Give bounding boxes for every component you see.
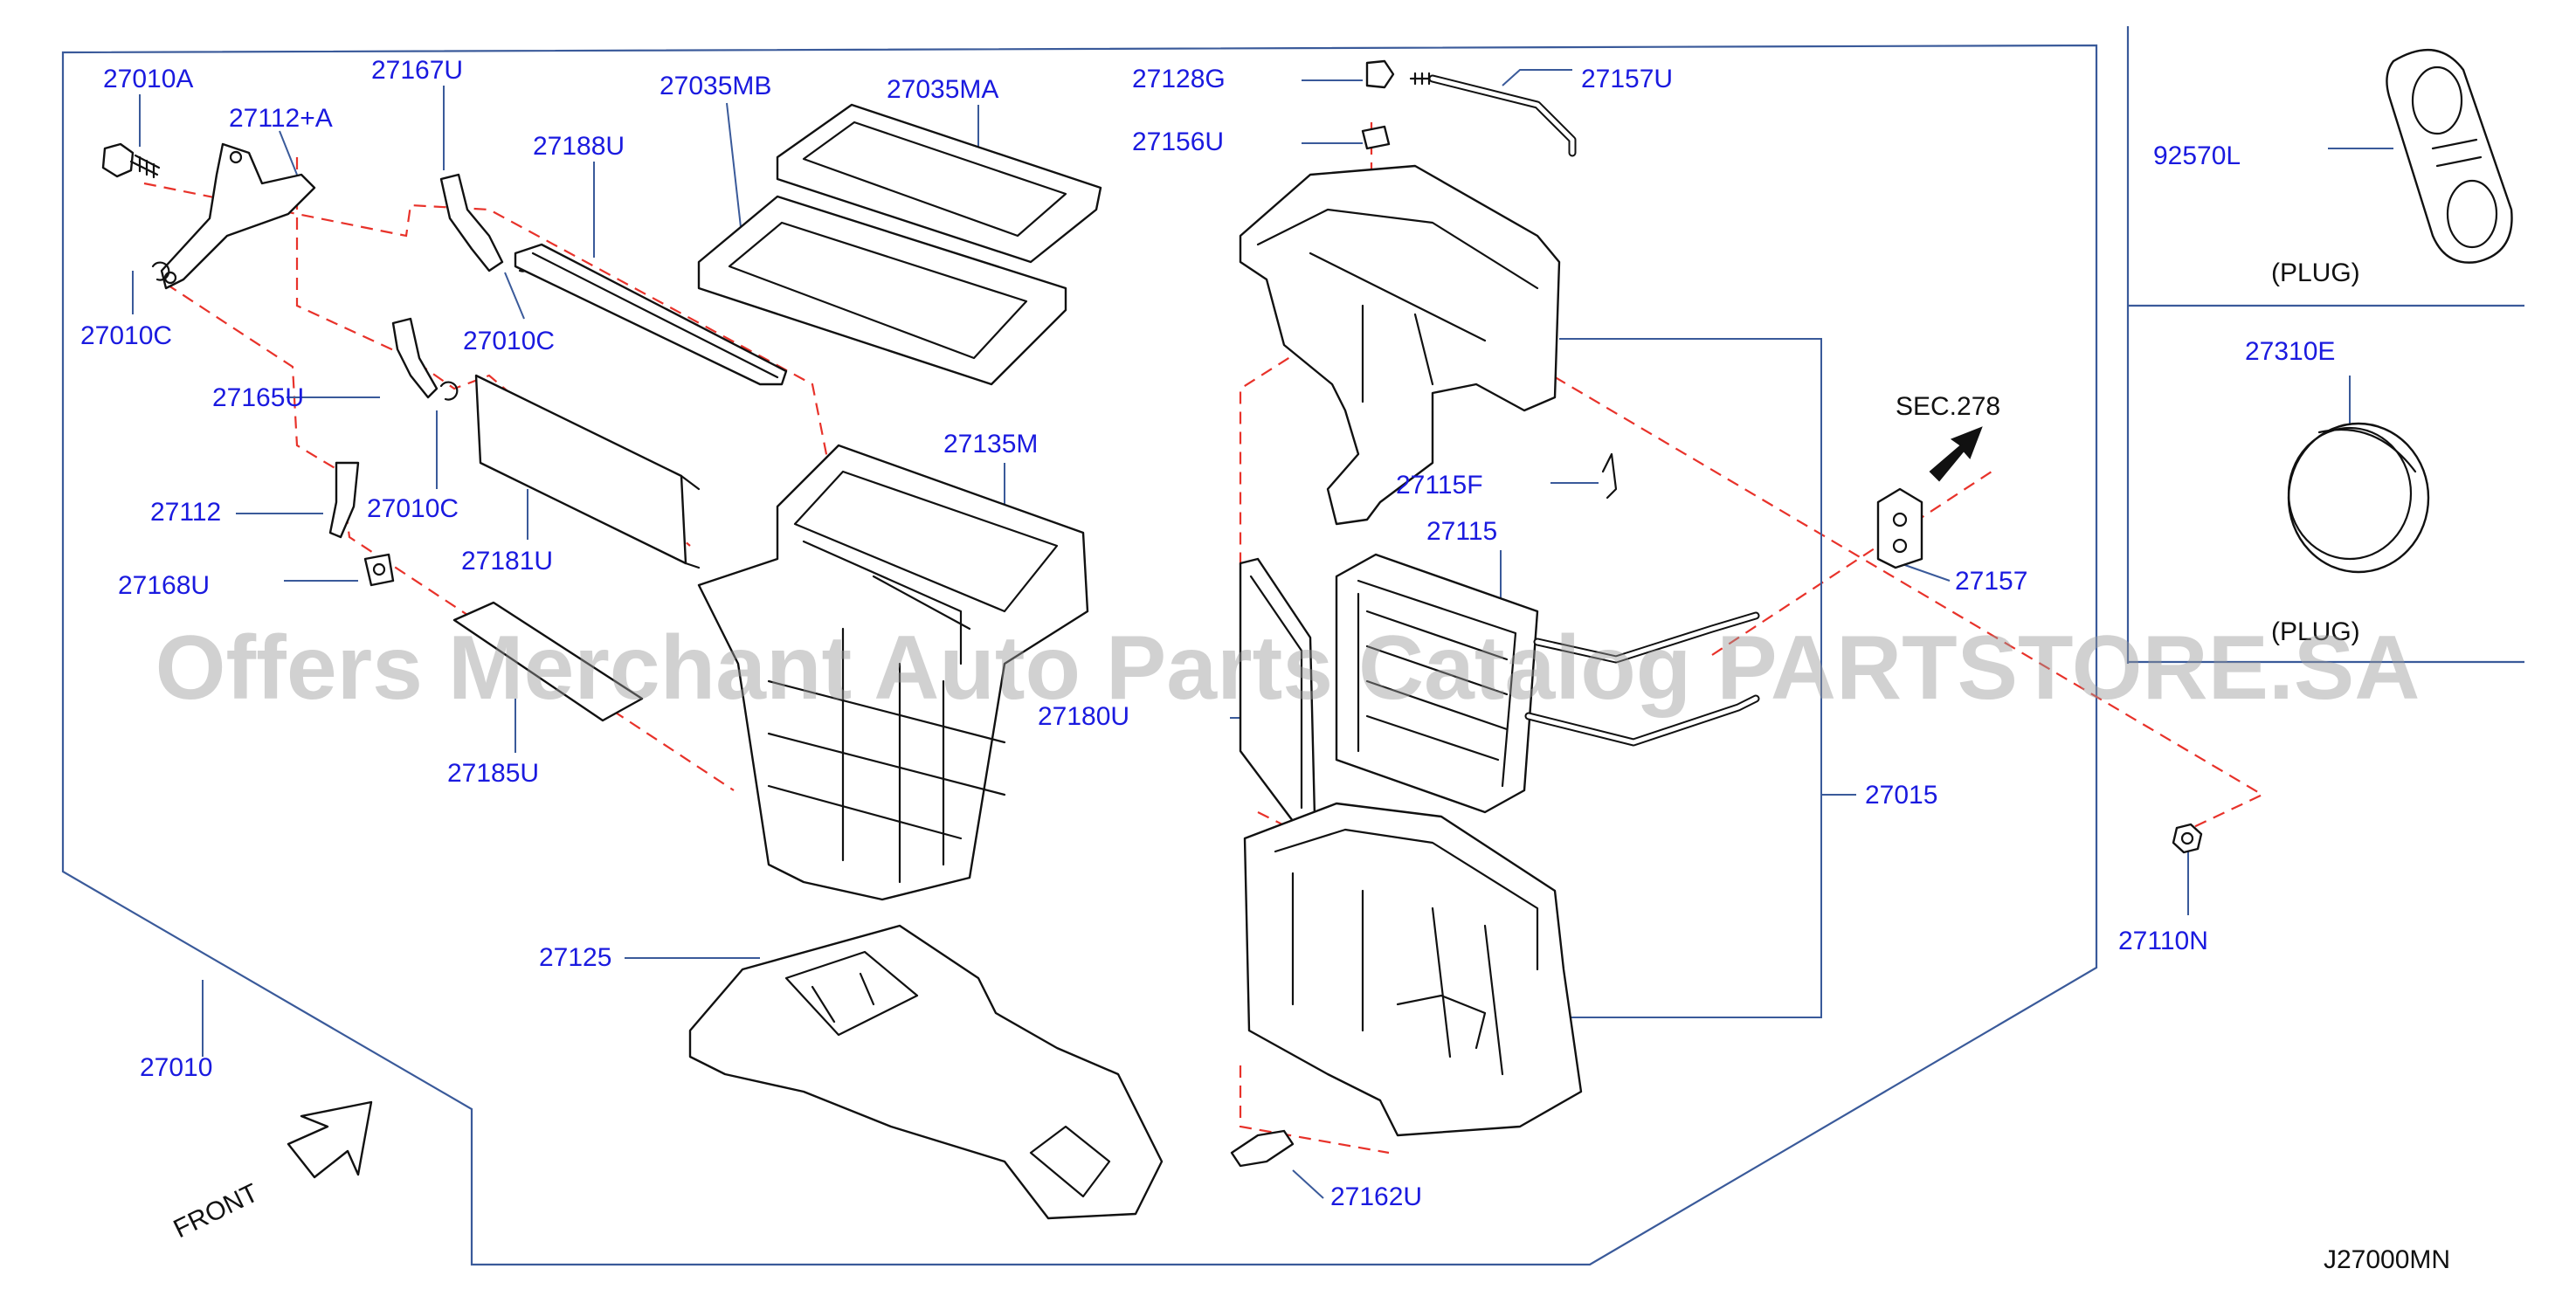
plate-27168u (363, 553, 395, 587)
bracket-27115f (1601, 452, 1618, 500)
plug-27310e (2287, 422, 2430, 574)
label-b2: (PLUG) (2271, 259, 2360, 287)
label-b3: (PLUG) (2271, 617, 2360, 646)
block-27157 (1876, 487, 1923, 569)
label-l7: 27010C (80, 321, 172, 350)
label-l9: 27165U (212, 383, 304, 412)
label-l27: 27162U (1330, 1182, 1422, 1211)
label-l22: 27115 (1426, 517, 1497, 546)
upper-case-27015 (1239, 164, 1561, 526)
label-l4: 27035MB (660, 72, 771, 100)
label-l10: 27112 (150, 498, 221, 527)
case-27135m (697, 444, 1089, 901)
filter-27035mb (697, 195, 1067, 386)
door-27181u (474, 374, 687, 565)
label-l1: 27010A (103, 65, 193, 93)
label-l21: 27115F (1396, 471, 1483, 500)
filter-27035ma (776, 103, 1102, 264)
sec-arrow-icon (1929, 426, 1983, 482)
label-l26: 27110N (2118, 927, 2208, 955)
label-l17: 27010 (140, 1053, 212, 1082)
bracket-27162u (1230, 1129, 1295, 1168)
label-l11: 27010C (367, 494, 459, 523)
label-l15: 27185U (447, 759, 539, 788)
label-l8: 27010C (463, 327, 555, 355)
parts-right (1230, 59, 2203, 1168)
door-27185u (452, 601, 644, 722)
part-number-labels: 27010A 27112+A 27167U 27035MB 27035MA 27188U 2… (80, 56, 2335, 1211)
label-l23: 27180U (1038, 702, 1129, 731)
label-l3: 27167U (371, 56, 463, 85)
main-frame (61, 44, 2098, 1266)
label-l19: 27157U (1581, 65, 1673, 93)
label-l13: 27168U (118, 571, 210, 600)
label-b4: J27000MN (2324, 1245, 2450, 1274)
watermark: Offers Merchant Auto Parts Catalog PARTS… (155, 617, 2421, 719)
plug-92570l (2386, 49, 2513, 264)
label-l20: 27156U (1132, 128, 1224, 156)
label-l25: 27157 (1955, 567, 2027, 596)
label-l2: 27112+A (229, 104, 333, 133)
clip-27010c-a (151, 261, 170, 281)
link-27112 (328, 461, 360, 539)
label-l24: 27015 (1865, 781, 1937, 810)
frames (61, 26, 2524, 1266)
link-27167u (439, 173, 504, 272)
label-l6: 27188U (533, 132, 625, 161)
sensor-27128g (1365, 59, 1395, 89)
parts-left (101, 103, 1164, 1220)
leader-lines (132, 69, 2393, 1199)
annotation-labels: SEC.278 (PLUG) (PLUG) J27000MN (1896, 259, 2450, 1274)
label-l18: 27128G (1132, 65, 1226, 93)
clip-27156u (1361, 125, 1391, 150)
label-l14: 27135M (943, 430, 1038, 458)
front-arrow-icon (287, 1100, 373, 1179)
label-l29: 27310E (2245, 337, 2335, 366)
clip-27010c-c (439, 381, 459, 401)
label-l16: 27125 (539, 943, 611, 972)
nut-27110n (2172, 823, 2203, 854)
label-l28: 92570L (2153, 141, 2241, 170)
plugs (2287, 49, 2513, 574)
front-label: FRONT (169, 1178, 263, 1244)
lower-case-27015 (1243, 802, 1583, 1137)
arrows (287, 426, 1983, 1179)
label-l12: 27181U (461, 547, 553, 576)
link-27165u (391, 317, 439, 399)
bolt-27010a (101, 142, 161, 179)
label-b1: SEC.278 (1896, 392, 2000, 421)
label-l5: 27035MA (887, 75, 998, 104)
bracket-27112a (160, 142, 316, 290)
duct-27125 (688, 924, 1164, 1220)
